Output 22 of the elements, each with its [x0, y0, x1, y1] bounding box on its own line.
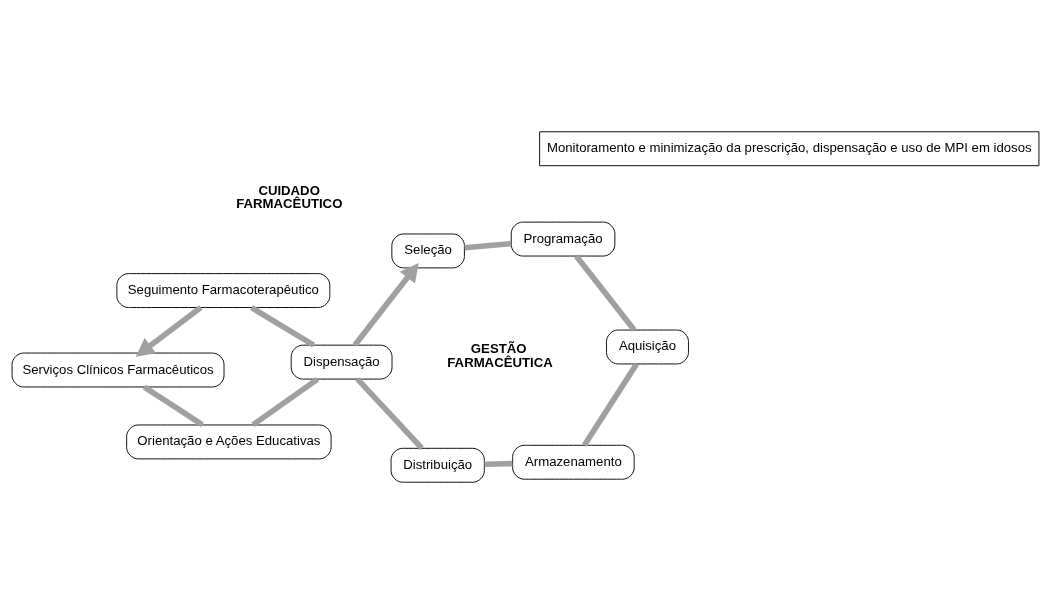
node-box: Monitoramento e minimização da prescrição, dispensação e uso de MPI em idosos — [539, 130, 1040, 166]
label: GESTÃO FARMACÊUTICA — [447, 340, 553, 370]
connector — [251, 376, 320, 427]
node-box: Distribuição — [390, 447, 485, 483]
node-box: Programação — [510, 221, 616, 256]
connector — [250, 304, 316, 348]
node-box: Seguimento Farmacoterapêutico — [116, 272, 331, 308]
node-box: Aquisição — [606, 329, 689, 364]
connector — [484, 460, 513, 467]
arrow — [135, 304, 203, 357]
connector — [582, 361, 639, 447]
connector — [142, 384, 204, 427]
connector — [355, 376, 424, 450]
node-box: Dispensação — [290, 344, 393, 380]
node-box: Serviços Clínicos Farmacêuticos — [11, 352, 225, 387]
connector — [464, 240, 512, 251]
node-box: Orientação e Ações Educativas — [126, 424, 332, 459]
connector — [574, 253, 637, 332]
label: CUIDADO FARMACÊUTICO — [236, 182, 343, 211]
arrow — [352, 262, 419, 347]
node-box: Armazenamento — [512, 444, 635, 480]
node-box: Seleção — [391, 233, 465, 268]
